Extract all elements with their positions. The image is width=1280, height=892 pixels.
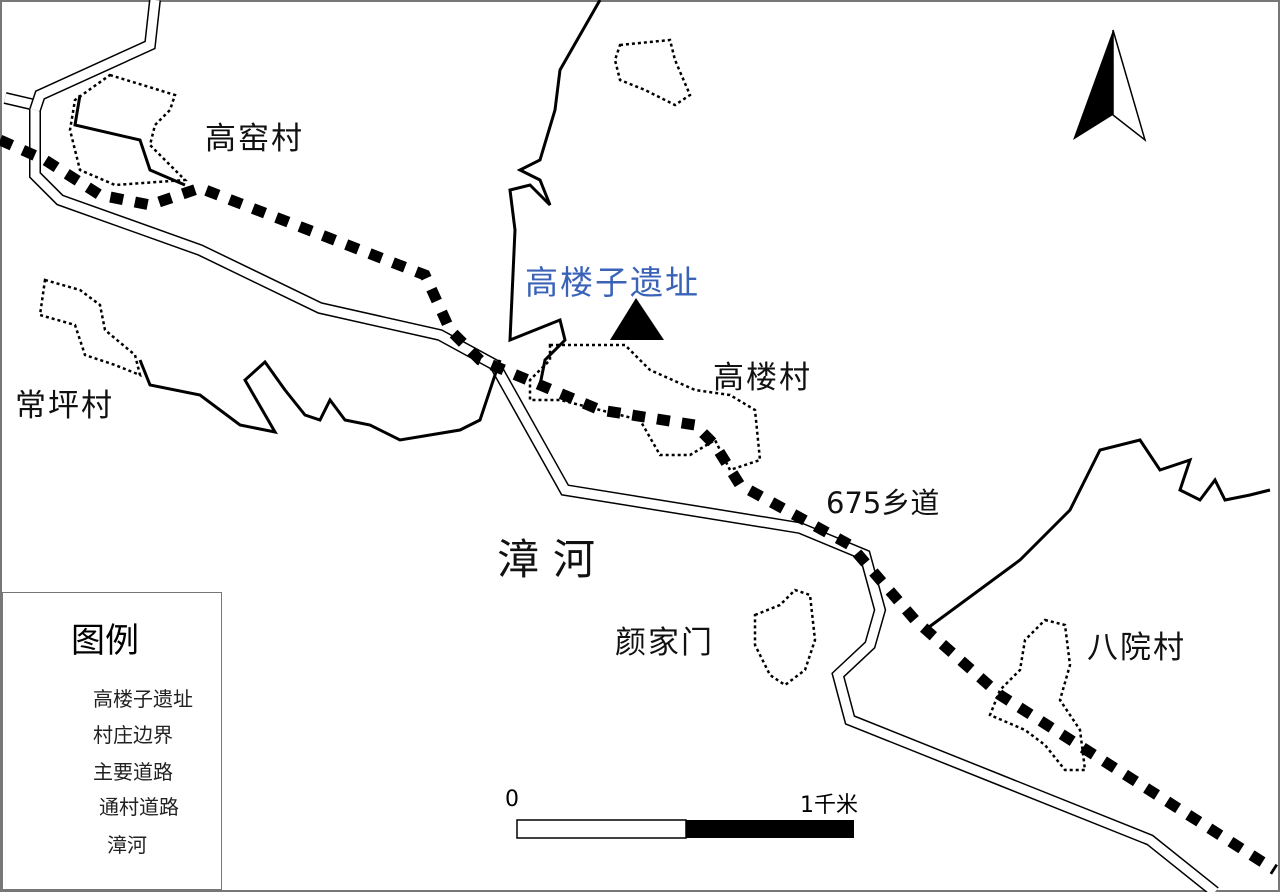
- village-label-gaoyao: 高窑村: [205, 121, 304, 157]
- village-label-bayuan: 八院村: [1087, 630, 1186, 666]
- road-label: 675乡道: [826, 486, 940, 520]
- river-label: 漳河: [497, 535, 610, 584]
- legend-item-village-road: 通村道路: [99, 795, 179, 819]
- legend: 图例 高楼子遗址 村庄边界 主要道路 通村道路 漳河: [2, 592, 222, 890]
- legend-title: 图例: [71, 621, 139, 661]
- legend-item-river: 漳河: [107, 833, 147, 857]
- legend-item-main-road: 主要道路: [93, 760, 173, 784]
- legend-item-site: 高楼子遗址: [93, 687, 193, 711]
- village-label-gaolou: 高楼村: [713, 360, 812, 396]
- scale-end-label: 1千米: [800, 793, 858, 818]
- scale-bar: [516, 819, 854, 839]
- site-triangle-icon: [610, 298, 664, 340]
- village-label-yanjiamen: 颜家门: [615, 625, 714, 661]
- village-label-changping: 常坪村: [15, 388, 114, 424]
- legend-item-village-boundary: 村庄边界: [93, 723, 173, 747]
- north-arrow-icon: [1073, 29, 1147, 143]
- village-roads: [73, 0, 1271, 632]
- village-boundaries: [38, 38, 1087, 772]
- scale-start-label: 0: [505, 787, 519, 812]
- site-label: 高楼子遗址: [525, 263, 700, 302]
- zhang-river: [3, 0, 1219, 892]
- main-road-675: [0, 134, 1278, 875]
